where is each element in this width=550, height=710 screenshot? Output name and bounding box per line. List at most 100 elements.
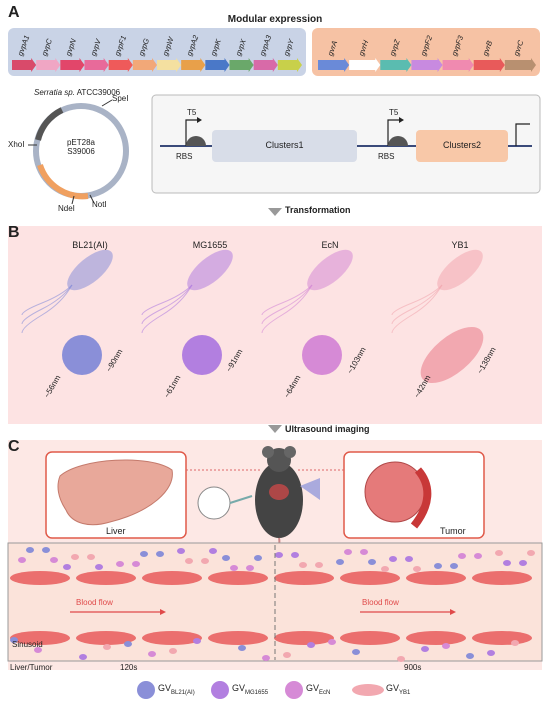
blood-flow-right: Blood flow [362, 598, 399, 607]
liver-shape [57, 459, 173, 526]
gene-arrow-1 [349, 58, 381, 72]
flagellum [391, 284, 443, 316]
scattered-gv [42, 547, 50, 553]
legend-label-base: GV [158, 683, 172, 693]
plasmid-name-line1: pET28a [66, 138, 96, 147]
scattered-gv [254, 555, 262, 561]
flagellum [391, 284, 443, 325]
scattered-gv [434, 563, 442, 569]
flagellum [391, 284, 443, 334]
gene-arrow-1 [36, 58, 61, 72]
strain-name: YB1 [451, 240, 469, 250]
vessel-cells [10, 547, 535, 662]
flagellum [141, 284, 193, 325]
blood-flow-left: Blood flow [76, 598, 113, 607]
legend-label-base: GV [306, 683, 320, 693]
scattered-gv [209, 548, 217, 554]
endothelial-cell [208, 631, 268, 645]
clusters1-label: Clusters1 [265, 140, 304, 150]
scattered-gv [246, 565, 254, 571]
promoter2-label: T5 [389, 108, 399, 117]
scattered-gv [405, 556, 413, 562]
plasmid-name-line2: S39006 [67, 147, 95, 156]
scattered-gv [360, 549, 368, 555]
scattered-gv [132, 561, 140, 567]
endothelial-cell [274, 631, 334, 645]
gene-arrow-4 [108, 58, 133, 72]
organism-strain: ATCC39006 [76, 88, 121, 97]
scattered-gv [193, 638, 201, 644]
scattered-gv [222, 555, 230, 561]
scattered-gv [352, 649, 360, 655]
endothelial-cell [142, 571, 202, 585]
tumor-shape [364, 461, 426, 523]
clusters2-rect [416, 130, 508, 162]
scattered-gv [291, 552, 299, 558]
scattered-gv [421, 646, 429, 652]
scattered-gv [397, 656, 405, 662]
scattered-gv [413, 566, 421, 572]
time-120s: 120s [120, 663, 138, 672]
legend-label: GVEcN [306, 683, 330, 696]
legend-gv-shape [285, 681, 303, 699]
scattered-gv [124, 641, 132, 647]
imaging-arrow [268, 425, 282, 433]
scattered-gv [156, 551, 164, 557]
scattered-gv [230, 565, 238, 571]
injection-circle [197, 486, 231, 520]
gene-arrow-6 [504, 58, 536, 72]
flagellum [261, 284, 313, 334]
endothelial-cell [10, 631, 70, 645]
transformation-label: Transformation [285, 205, 351, 215]
endothelial-cell [208, 571, 268, 585]
scattered-gv [458, 553, 466, 559]
gene-arrow-8 [205, 58, 230, 72]
gene-arrow-4 [442, 58, 474, 72]
rbs1-label: RBS [176, 152, 193, 161]
endothelial-cell [406, 631, 466, 645]
imaging-label: Ultrasound imaging [285, 424, 370, 434]
gene-arrow-0 [12, 58, 37, 72]
scattered-gv [26, 547, 34, 553]
endothelial-cell [340, 631, 400, 645]
endothelial-cell [472, 571, 532, 585]
scattered-gv [442, 643, 450, 649]
endothelial-cell [76, 571, 136, 585]
scattered-gv [389, 556, 397, 562]
strain-name: MG1655 [192, 240, 228, 250]
legend-label-subscript: BL21(AI) [171, 689, 195, 696]
panel-c-letter: C [8, 438, 20, 455]
scattered-gv [283, 652, 291, 658]
bacteria-group [21, 249, 484, 384]
scattered-gv [307, 642, 315, 648]
scattered-gv [474, 553, 482, 559]
scattered-gv [519, 560, 527, 566]
plasmid-map [28, 99, 129, 205]
gene-arrow-6 [157, 58, 182, 72]
liver-label: Liver [106, 526, 126, 536]
flagellum [141, 284, 193, 316]
legend-label-subscript: YB1 [399, 689, 411, 696]
flagellum [21, 284, 73, 316]
endothelial-cell [10, 571, 70, 585]
legend-label: GVBL21(AI) [158, 683, 195, 696]
tumor-label: Tumor [440, 526, 466, 536]
clusters1-rect [212, 130, 357, 162]
scattered-gv [487, 650, 495, 656]
cluster1-gene-arrows [12, 58, 302, 72]
gene-arrow-9 [229, 58, 254, 72]
organism-genus: Serratia sp. [34, 88, 75, 97]
endothelial-cell [142, 631, 202, 645]
endothelial-cell [274, 571, 334, 585]
scattered-gv [34, 647, 42, 653]
site-xhol: XhoI [8, 140, 25, 149]
scattered-gv [381, 566, 389, 572]
panel-b-letter: B [8, 224, 20, 241]
scattered-gv [503, 560, 511, 566]
scattered-gv [328, 639, 336, 645]
flagellum [141, 284, 193, 334]
gas-vesicle [182, 335, 222, 375]
scattered-gv [315, 562, 323, 568]
gene-arrow-5 [132, 58, 157, 72]
scattered-gv [201, 558, 209, 564]
